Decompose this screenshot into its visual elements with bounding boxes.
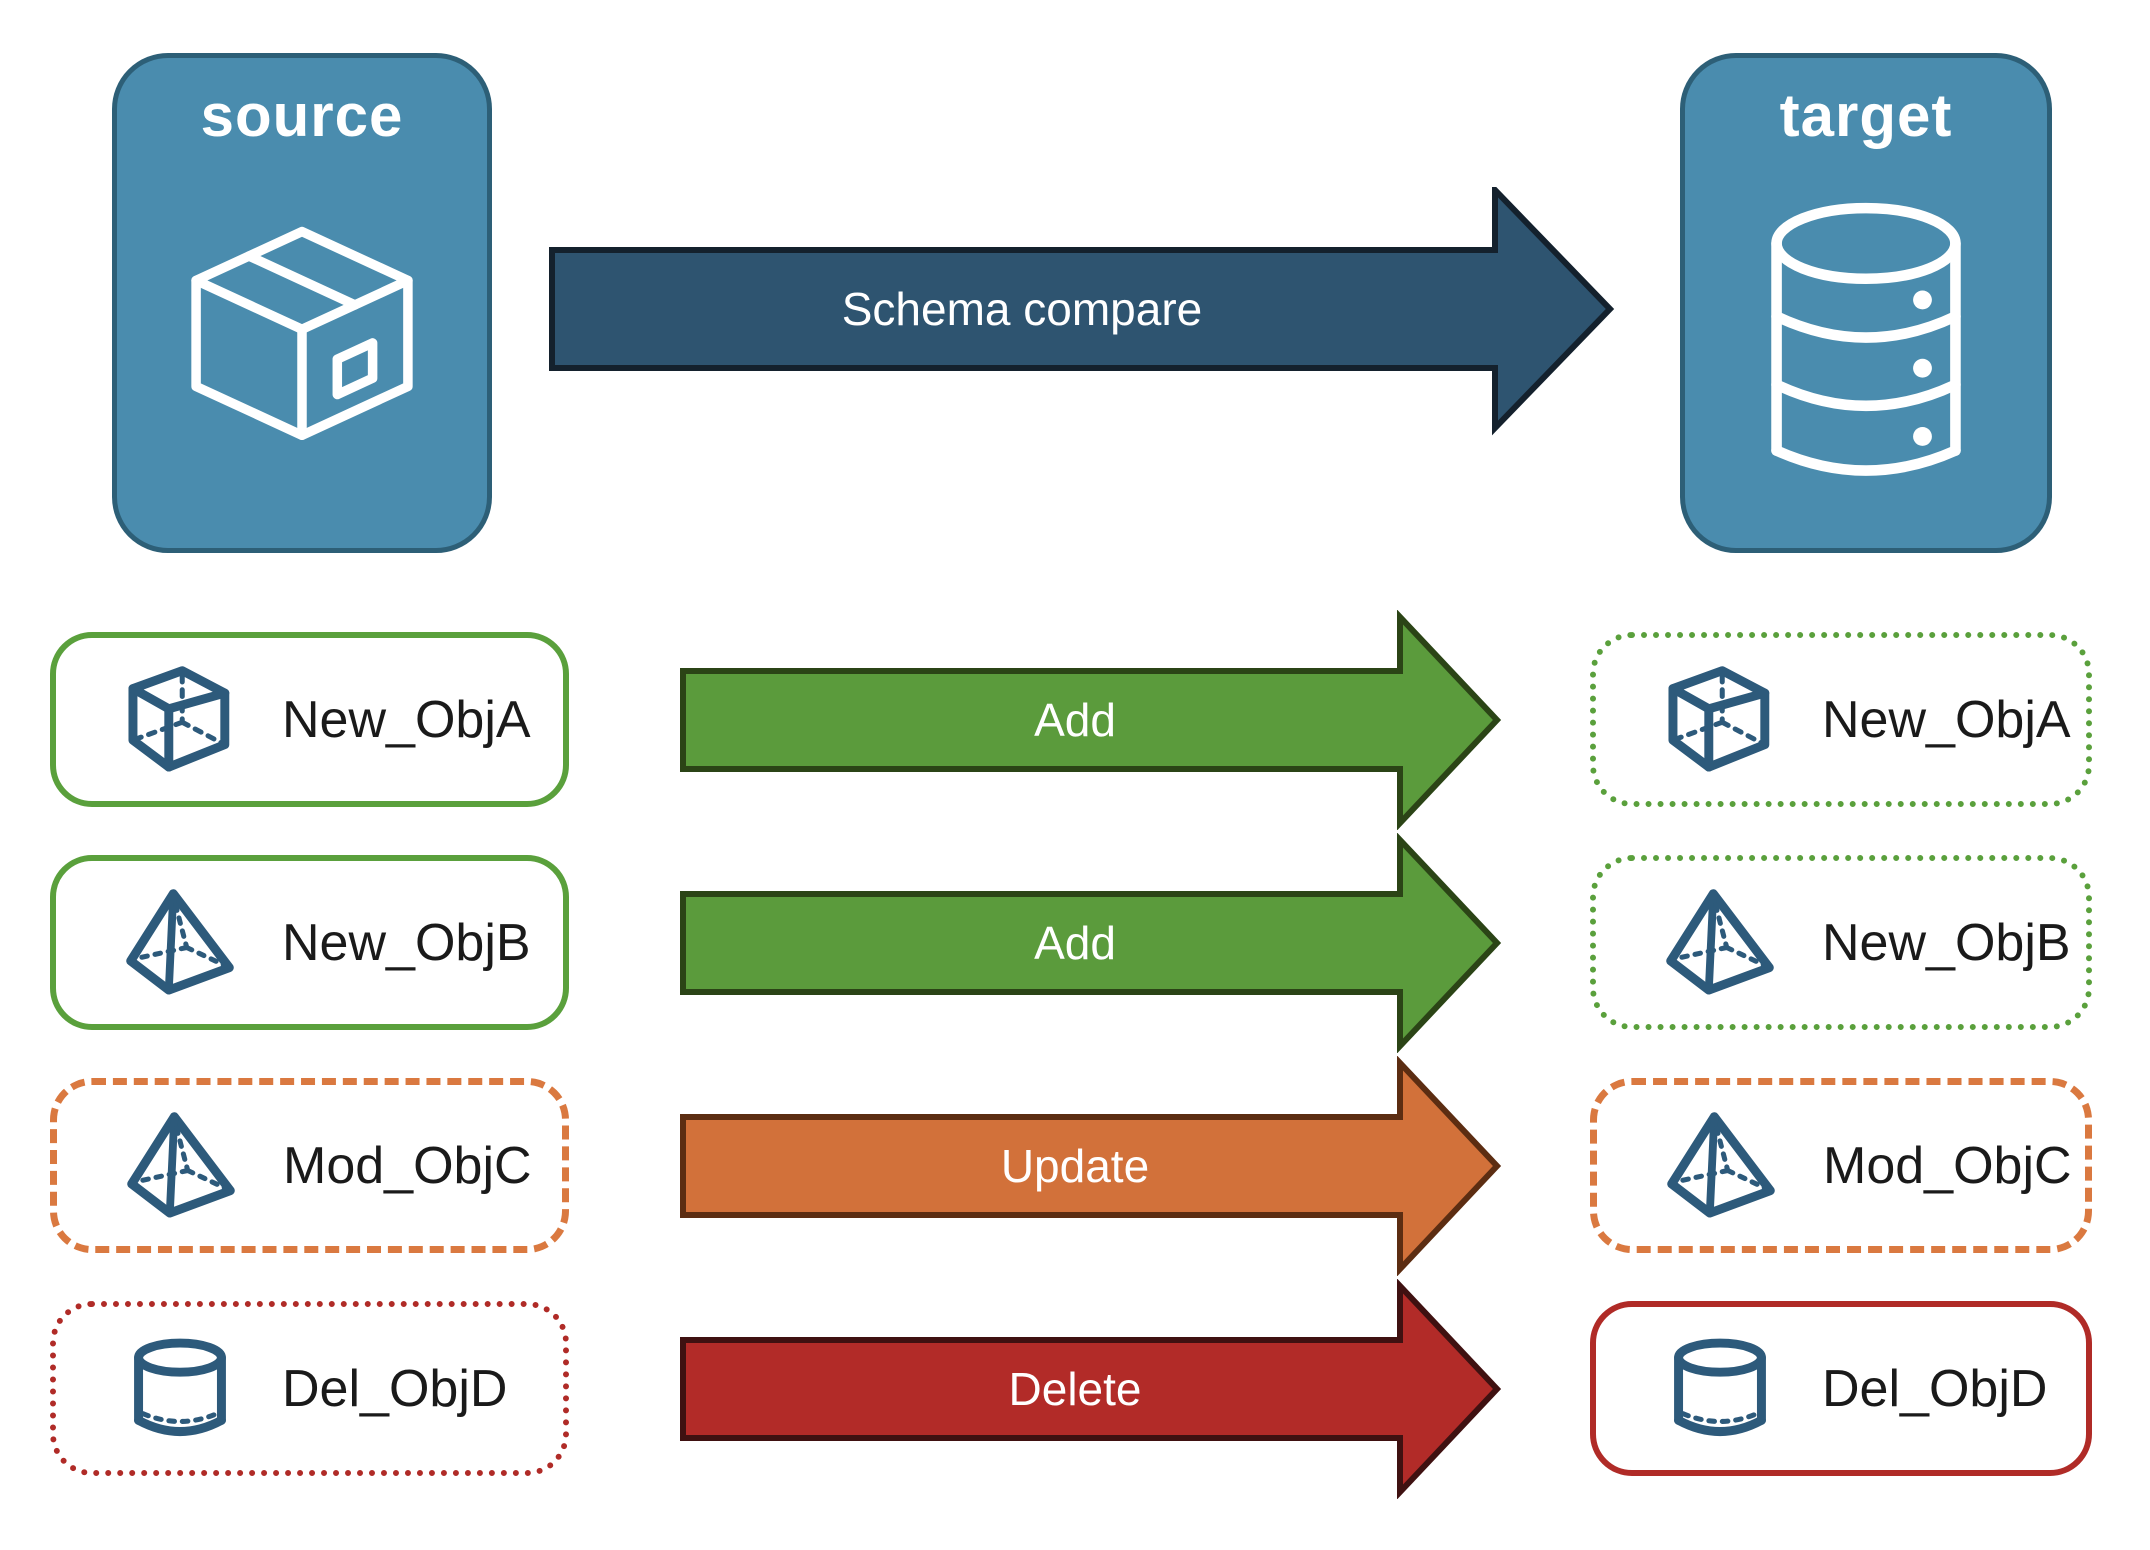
source-card-del-objd: Del_ObjD xyxy=(50,1301,569,1476)
update-arrow-label: Update xyxy=(1000,1140,1150,1192)
object-name: Del_ObjD xyxy=(282,1359,508,1418)
target-card-new-obja: New_ObjA xyxy=(1590,632,2092,807)
object-name: New_ObjB xyxy=(1822,913,2071,972)
add-arrow-label: Add xyxy=(1034,917,1116,969)
target-card-mod-objc: Mod_ObjC xyxy=(1590,1078,2092,1253)
cylinder-icon xyxy=(124,1330,236,1448)
pyramid-icon xyxy=(1664,884,1776,1002)
cylinder-icon xyxy=(1664,1330,1776,1448)
source-node: source xyxy=(112,53,492,553)
package-box-icon xyxy=(166,146,438,548)
object-name: New_ObjB xyxy=(282,913,531,972)
cube-icon xyxy=(1664,661,1776,779)
object-name: Mod_ObjC xyxy=(283,1136,532,1195)
delete-arrow-label: Delete xyxy=(1008,1363,1142,1415)
object-name: New_ObjA xyxy=(282,690,531,749)
target-node: target xyxy=(1680,53,2052,553)
object-name: New_ObjA xyxy=(1822,690,2071,749)
cube-icon xyxy=(124,661,236,779)
object-name: Mod_ObjC xyxy=(1823,1136,2072,1195)
database-icon xyxy=(1748,146,1984,548)
add-arrow xyxy=(680,610,1502,830)
source-node-title: source xyxy=(200,82,404,149)
object-name: Del_ObjD xyxy=(1822,1359,2048,1418)
target-card-new-objb: New_ObjB xyxy=(1590,855,2092,1030)
pyramid-icon xyxy=(125,1107,237,1225)
target-card-del-objd: Del_ObjD xyxy=(1590,1301,2092,1476)
source-card-new-obja: New_ObjA xyxy=(50,632,569,807)
source-card-mod-objc: Mod_ObjC xyxy=(50,1078,569,1253)
target-node-title: target xyxy=(1779,82,1953,149)
add-arrow xyxy=(680,833,1502,1053)
pyramid-icon xyxy=(1665,1107,1777,1225)
source-card-new-objb: New_ObjB xyxy=(50,855,569,1030)
add-arrow-label: Add xyxy=(1034,694,1116,746)
update-arrow xyxy=(680,1056,1502,1276)
delete-arrow xyxy=(680,1279,1502,1499)
schema-compare-arrow xyxy=(549,187,1615,436)
pyramid-icon xyxy=(124,884,236,1002)
schema-compare-label: Schema compare xyxy=(841,283,1203,335)
